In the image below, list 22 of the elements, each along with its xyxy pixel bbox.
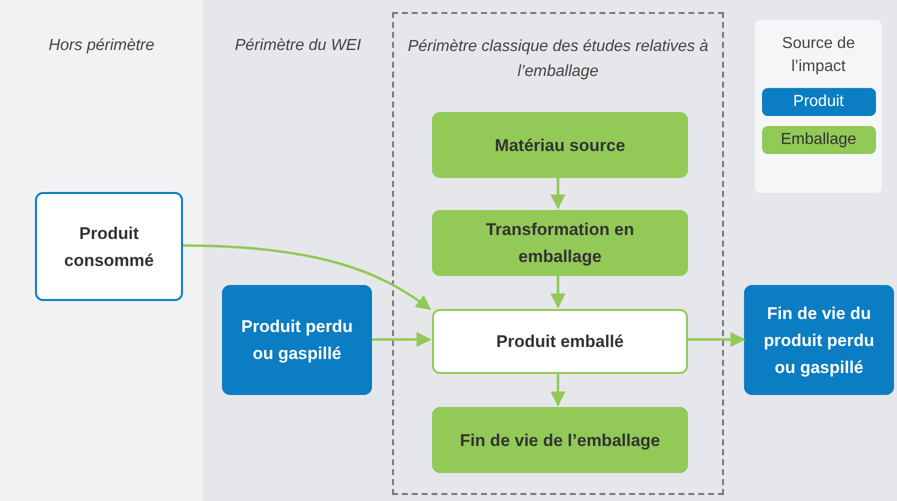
arrow [550, 274, 566, 308]
arrow [550, 372, 566, 406]
process-box: Matériau source [432, 112, 688, 178]
legend-title: Source de l’impact [781, 34, 856, 77]
arrow [686, 332, 746, 347]
process-box: Fin de vie de l’emballage [432, 407, 688, 473]
dashed-zone [392, 12, 724, 495]
legend-swatch: Produit [762, 88, 876, 116]
zone-heading: Périmètre classique des études relatives à l’emballage [406, 37, 710, 82]
process-box: Produit emballé [432, 309, 688, 374]
process-box: Transformation en emballage [432, 210, 688, 276]
legend-swatch: Emballage [762, 126, 876, 154]
process-box: Fin de vie du produit perdu ou gaspillé [744, 285, 894, 395]
zone-band [203, 0, 897, 501]
process-box: Produit perdu ou gaspillé [222, 285, 372, 395]
arrow [182, 244, 432, 310]
process-box: Produit consommé [35, 192, 183, 301]
arrow [372, 332, 432, 347]
zone-heading: Hors périmètre [48, 36, 156, 56]
zone-band [0, 0, 203, 501]
zone-heading: Périmètre du WEI [234, 36, 362, 56]
arrow [550, 176, 566, 210]
